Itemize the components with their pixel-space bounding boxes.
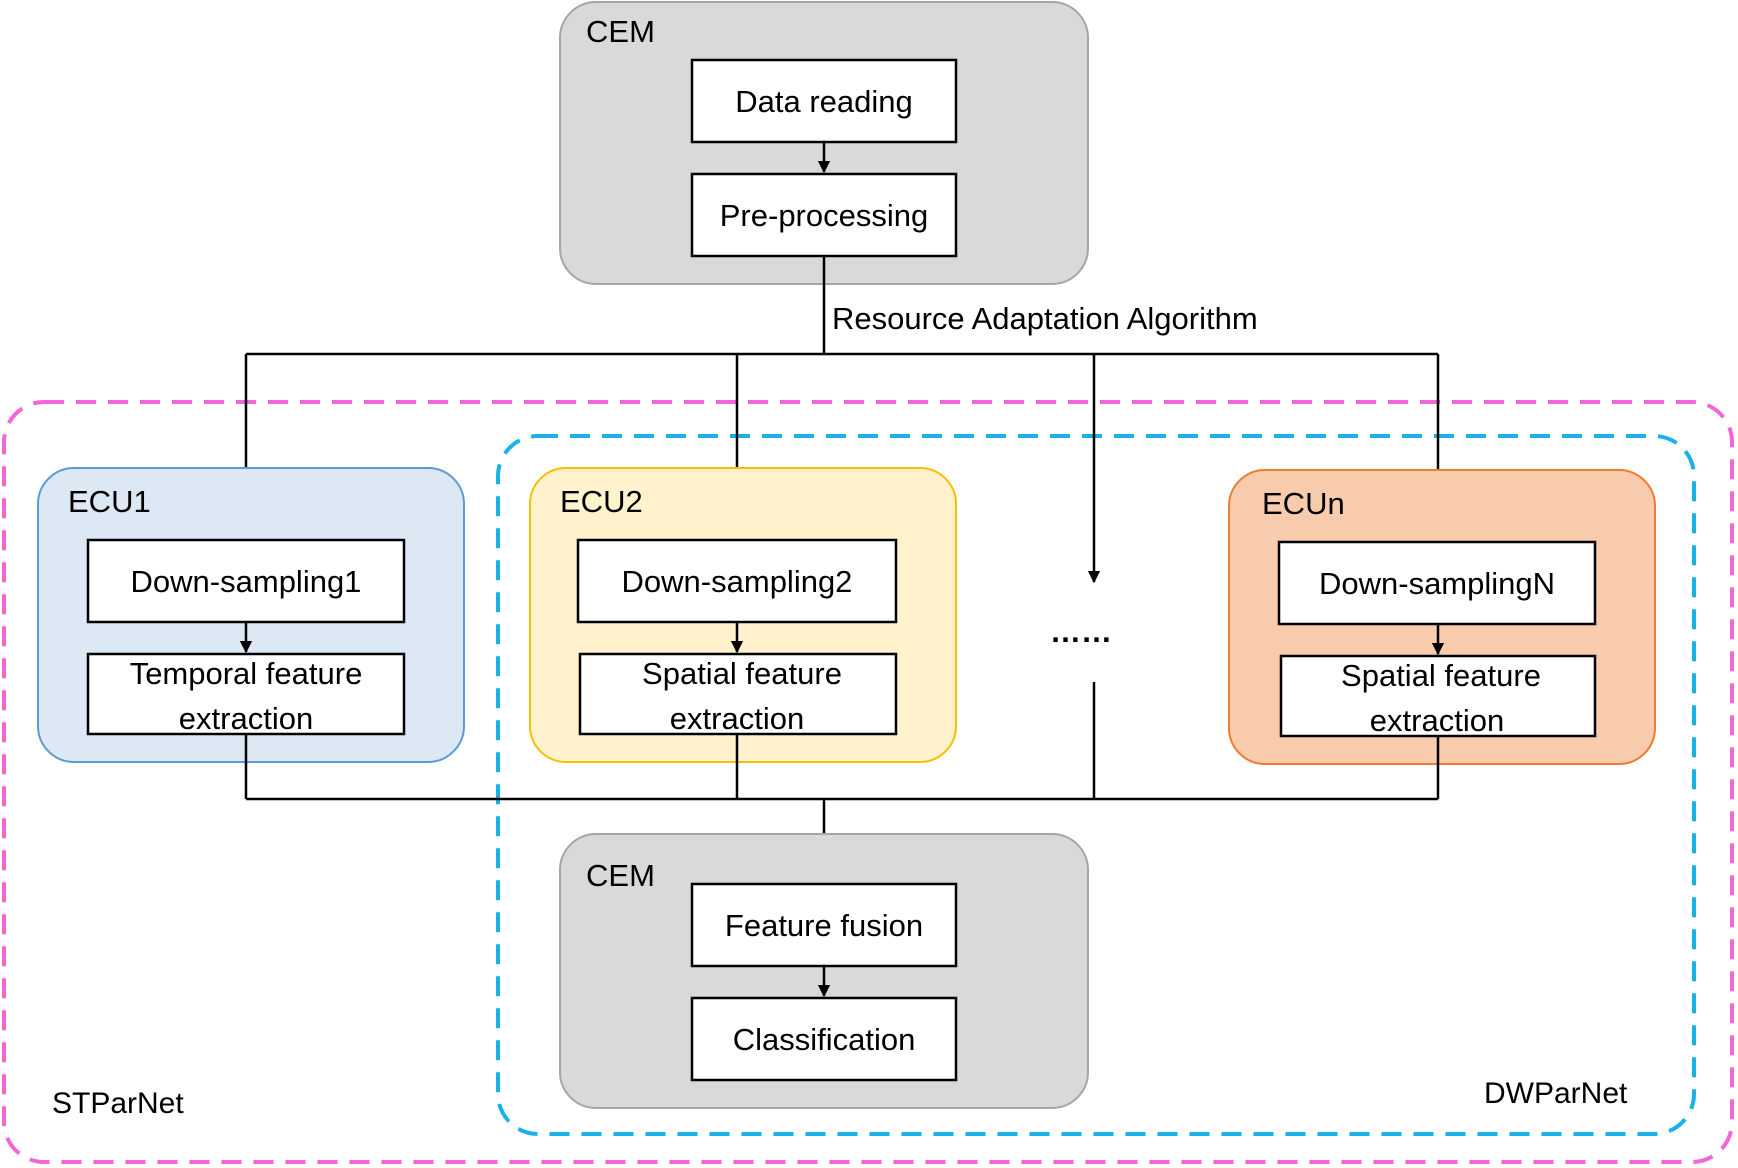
dwparnet-label: DWParNet (1484, 1077, 1628, 1110)
ecun-downsampling-box (1277, 540, 1597, 626)
ecu1-feature-label-line2: extraction (179, 701, 313, 736)
data-reading-box (690, 58, 958, 144)
ellipsis-more-ecus: …… (1050, 614, 1112, 649)
ecun-downsampling-label: Down-samplingN (1319, 566, 1555, 601)
pre-processing-label: Pre-processing (720, 198, 928, 233)
stparnet-region (2, 400, 1734, 1164)
classification-box (690, 996, 958, 1082)
ecu1-feature-label-line1: Temporal feature (130, 656, 363, 691)
ecu1-feature-box (86, 652, 406, 736)
feature-fusion-box (690, 882, 958, 968)
ecu2-feature-label-line1: Spatial feature (642, 656, 842, 691)
dwparnet-region (496, 434, 1696, 1136)
ecu2-downsampling-label: Down-sampling2 (622, 564, 853, 599)
ecu2-feature-label-line2: extraction (670, 701, 804, 736)
ecun-feature-label-line2: extraction (1370, 703, 1504, 738)
stparnet-label: STParNet (52, 1087, 184, 1120)
cem-top-title: CEM (586, 14, 655, 49)
feature-fusion-label: Feature fusion (725, 908, 923, 943)
ecu1-downsampling-box (86, 538, 406, 624)
resource-adaptation-label: Resource Adaptation Algorithm (832, 301, 1258, 336)
ecu1-downsampling-label: Down-sampling1 (131, 564, 362, 599)
ecun-feature-label-line1: Spatial feature (1341, 658, 1541, 693)
ecun-title: ECUn (1262, 486, 1345, 521)
ecun-feature-box (1279, 654, 1597, 738)
data-reading-label: Data reading (735, 84, 913, 119)
ecu2-title: ECU2 (560, 484, 643, 519)
ecu2-downsampling-box (576, 538, 898, 624)
classification-label: Classification (733, 1022, 916, 1057)
cem-bottom-title: CEM (586, 858, 655, 893)
ecu1-title: ECU1 (68, 484, 151, 519)
